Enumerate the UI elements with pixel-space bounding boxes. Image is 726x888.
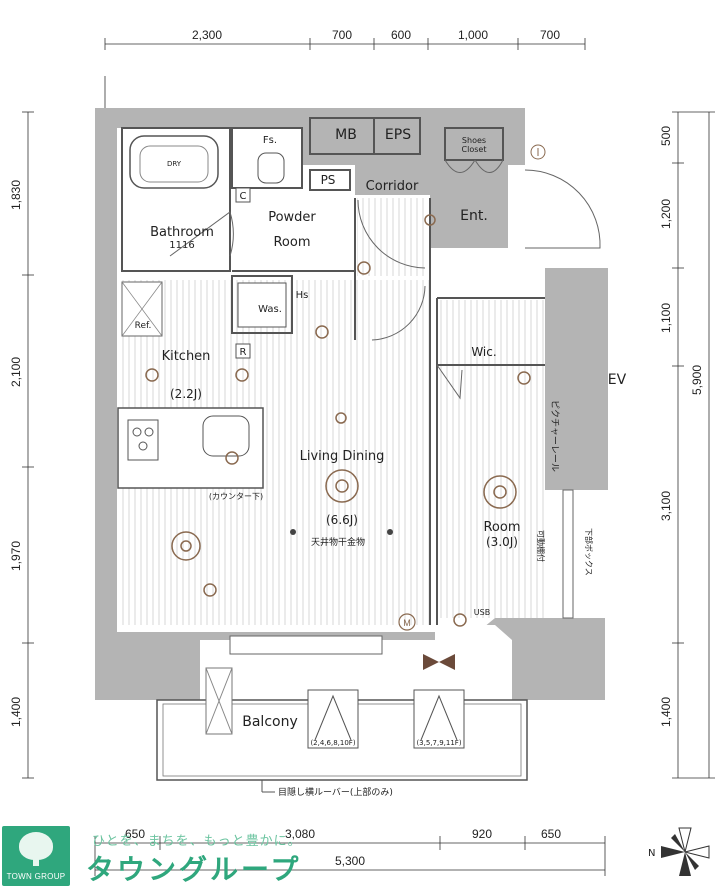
top-dimensions bbox=[104, 38, 586, 108]
ev-label: EV bbox=[608, 372, 627, 388]
right-dim-4: 3,100 bbox=[659, 491, 673, 521]
r-marker bbox=[235, 343, 251, 359]
room-size: (3.0J) bbox=[486, 535, 518, 549]
floors-left-label: (2,4,6,8,10F) bbox=[310, 739, 355, 747]
balcony-label: Balcony bbox=[242, 714, 298, 730]
shelf-label: 可動棚付 bbox=[536, 530, 546, 562]
drain-cover-right bbox=[413, 689, 465, 749]
box-label: 下部ボックス bbox=[584, 528, 594, 576]
bottom-dim-2: 3,080 bbox=[285, 827, 315, 841]
bottom-dim-4: 650 bbox=[541, 827, 561, 841]
right-dim-2: 1,200 bbox=[659, 199, 673, 229]
compass-north: N bbox=[648, 848, 655, 859]
ceiling-hook-right bbox=[387, 529, 393, 535]
hs-label: Hs bbox=[296, 290, 309, 301]
left-dim-3: 1,970 bbox=[9, 541, 23, 571]
top-dim-1: 2,300 bbox=[192, 28, 222, 42]
kitchen-label: Kitchen bbox=[162, 349, 211, 364]
logo-name: TOWN GROUP bbox=[6, 872, 66, 881]
top-dim-5: 700 bbox=[540, 28, 560, 42]
intercom-icon bbox=[530, 144, 546, 160]
dry-label: DRY bbox=[167, 160, 182, 168]
usb-label: USB bbox=[474, 608, 490, 617]
ref-label: Ref. bbox=[135, 321, 152, 331]
stove-icon bbox=[127, 419, 159, 461]
room-window bbox=[562, 489, 574, 619]
brand-footer: TOWN GROUP ひとを、まちを、もっと豊かに。 タウングループ bbox=[0, 822, 726, 888]
living-label: Living Dining bbox=[300, 449, 385, 464]
shoes-label: Shoes bbox=[462, 136, 486, 145]
picture-rail-label: ピクチャーレール bbox=[549, 400, 560, 472]
corridor-floor bbox=[357, 198, 427, 276]
light-fixtures bbox=[145, 214, 531, 627]
top-dim-3: 600 bbox=[391, 28, 411, 42]
toilet-icon bbox=[257, 152, 285, 184]
meter-label: M bbox=[403, 618, 411, 628]
interior-walls bbox=[121, 117, 545, 625]
bath-code: 1116 bbox=[169, 240, 194, 251]
kitchen-size: (2.2J) bbox=[170, 387, 202, 401]
powder-room-label: Room bbox=[273, 235, 310, 250]
bathroom-label: Bathroom bbox=[150, 225, 214, 240]
left-dim-4: 1,400 bbox=[9, 697, 23, 727]
left-dimensions bbox=[22, 111, 34, 779]
bottom-dim-3: 920 bbox=[472, 827, 492, 841]
wic-label: Wic. bbox=[471, 345, 496, 359]
room-floor bbox=[437, 300, 545, 618]
right-dim-3: 1,100 bbox=[659, 303, 673, 333]
left-dim-1: 1,830 bbox=[9, 180, 23, 210]
town-group-logo: TOWN GROUP bbox=[2, 826, 70, 886]
floors-right-label: (3,5,7,9,11F) bbox=[416, 739, 461, 747]
washer-label: Was. bbox=[258, 304, 282, 315]
compass-icon bbox=[661, 827, 710, 876]
r-marker-label: R bbox=[240, 347, 247, 358]
c-marker bbox=[235, 187, 251, 203]
right-dimensions bbox=[672, 111, 715, 779]
bottom-dim-1: 650 bbox=[125, 827, 145, 841]
right-dim-total: 5,900 bbox=[690, 365, 704, 395]
entrance-label: Ent. bbox=[460, 208, 488, 224]
drain-cover-left bbox=[307, 689, 359, 749]
c-marker-label: C bbox=[240, 191, 247, 202]
ceiling-hanger-label: 天井物干金物 bbox=[311, 536, 365, 548]
sliding-window bbox=[229, 635, 383, 655]
ps-label: PS bbox=[321, 173, 336, 187]
corridor-label: Corridor bbox=[366, 179, 419, 194]
living-size: (6.6J) bbox=[326, 513, 358, 527]
bathtub-icon bbox=[129, 135, 219, 189]
closet-label: Closet bbox=[462, 145, 487, 154]
top-dim-2: 700 bbox=[332, 28, 352, 42]
right-dim-1: 500 bbox=[659, 126, 673, 146]
right-dim-5: 1,400 bbox=[659, 697, 673, 727]
brand-name: タウングループ bbox=[86, 853, 302, 886]
doors bbox=[169, 159, 601, 400]
meter-icon bbox=[398, 613, 416, 631]
top-dim-4: 1,000 bbox=[458, 28, 488, 42]
brand-tagline: ひとを、まちを、もっと豊かに。 bbox=[92, 833, 302, 848]
bottom-dim-total: 5,300 bbox=[335, 854, 365, 868]
ceiling-hook-left bbox=[290, 529, 296, 535]
eps-label: EPS bbox=[385, 127, 411, 143]
sink-icon bbox=[202, 415, 250, 457]
louver-note: 目隠し横ルーバー(上部のみ) bbox=[278, 786, 393, 798]
bottom-dimensions bbox=[94, 836, 606, 876]
mb-label: MB bbox=[335, 127, 357, 143]
counter-note: (カウンター下) bbox=[209, 492, 263, 501]
left-dim-2: 2,100 bbox=[9, 357, 23, 387]
room-label: Room bbox=[483, 520, 520, 535]
balcony-valve-icon bbox=[423, 654, 455, 670]
washer-icon bbox=[237, 282, 287, 328]
fs-label: Fs. bbox=[263, 135, 277, 146]
powder-label: Powder bbox=[268, 210, 316, 225]
